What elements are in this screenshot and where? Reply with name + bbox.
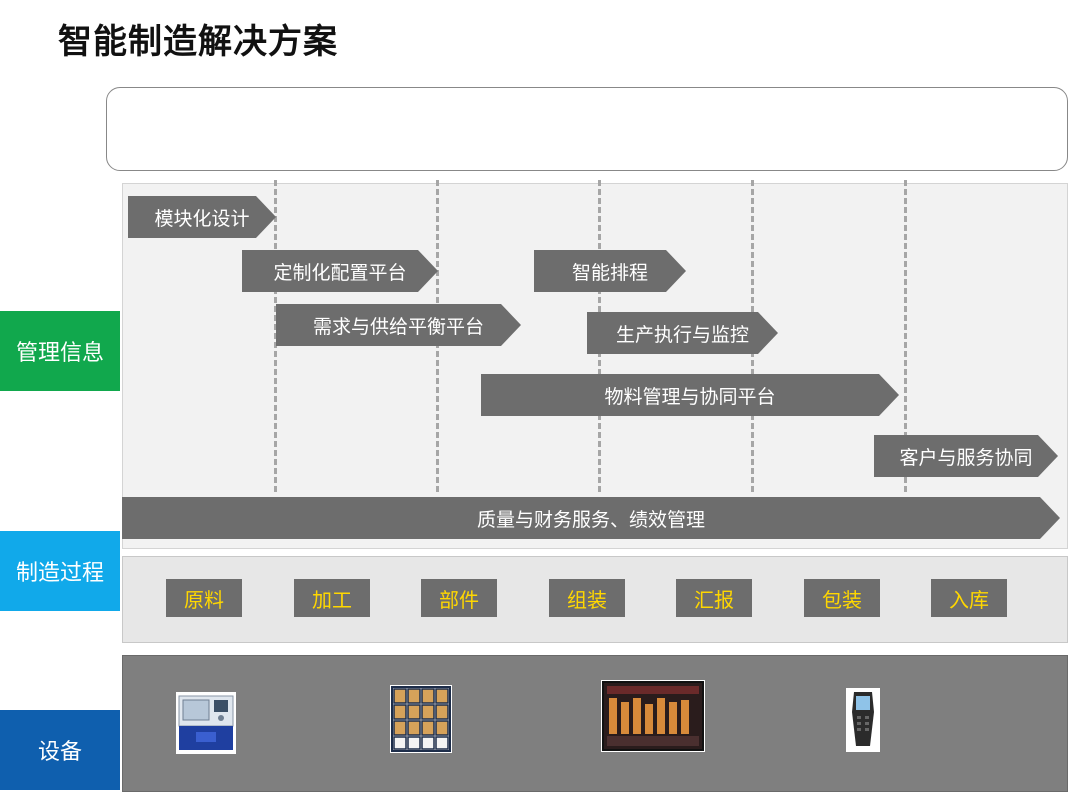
process-step-raw-material: 原料: [166, 579, 242, 617]
storage-rack-icon: [390, 685, 452, 757]
equipment-panel: [122, 655, 1068, 792]
column-divider: [274, 180, 277, 492]
module-arrow-scheduling: 智能排程: [534, 250, 686, 292]
process-step-machining: 加工: [294, 579, 370, 617]
monitoring-screen-icon: [601, 680, 705, 756]
handheld-scanner-icon: [846, 688, 880, 756]
process-step-parts: 部件: [421, 579, 497, 617]
cnc-machine-icon: [176, 692, 236, 758]
process-step-warehousing: 入库: [931, 579, 1007, 617]
process-label: 制造过程: [0, 531, 120, 611]
module-arrow-supply-demand: 需求与供给平衡平台: [276, 304, 521, 346]
column-divider: [904, 180, 907, 492]
equipment-label: 设备: [0, 710, 120, 790]
process-step-report: 汇报: [676, 579, 752, 617]
module-arrow-modular-design: 模块化设计: [128, 196, 276, 238]
module-arrow-custom-config: 定制化配置平台: [242, 250, 438, 292]
module-arrow-execution-monitoring: 生产执行与监控: [587, 312, 778, 354]
module-arrow-customer-service: 客户与服务协同: [874, 435, 1058, 477]
management-panel: [122, 183, 1068, 549]
module-arrow-quality-finance: 质量与财务服务、绩效管理: [122, 497, 1060, 539]
top-empty-box: [106, 87, 1068, 171]
process-step-packaging: 包装: [804, 579, 880, 617]
management-label: 管理信息: [0, 311, 120, 391]
page-title: 智能制造解决方案: [58, 22, 338, 62]
process-step-assembly: 组装: [549, 579, 625, 617]
module-arrow-materials: 物料管理与协同平台: [481, 374, 899, 416]
